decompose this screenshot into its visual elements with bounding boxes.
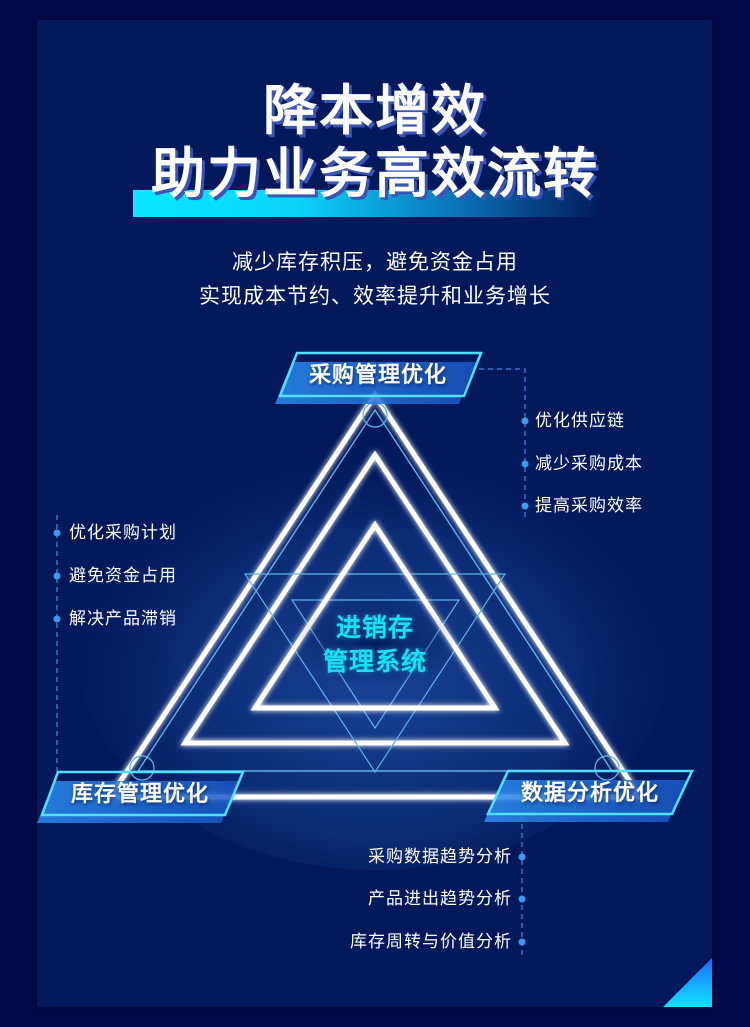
- right-node-item: 产品进出趋势分析: [368, 889, 512, 909]
- left-node-item: 优化采购计划: [69, 523, 177, 543]
- subtitle-line-2: 实现成本节约、效率提升和业务增长: [199, 284, 551, 308]
- title-underline-bar: [133, 190, 603, 217]
- right-node-item: 采购数据趋势分析: [368, 847, 512, 867]
- left-node-circle: [129, 755, 155, 781]
- top-node-item: 优化供应链: [535, 411, 625, 431]
- middle-triangle: [180, 450, 570, 746]
- top-connector-line: [470, 368, 526, 520]
- left-node-item: 避免资金占用: [69, 566, 177, 586]
- top-node-item: 减少采购成本: [535, 454, 643, 474]
- left-node-label: 库存管理优化: [70, 782, 209, 807]
- left-node-label-shape: [37, 770, 245, 823]
- corner-accent-triangle: [663, 958, 712, 1007]
- title-line-1: 降本增效: [263, 79, 487, 142]
- center-title-line-1: 进销存: [335, 613, 414, 642]
- title-line-2: 助力业务高效流转: [151, 142, 599, 205]
- center-glow: [295, 597, 455, 687]
- bullet-dots: [53, 417, 529, 946]
- subtitle-line-1: 减少库存积压，避免资金占用: [232, 250, 518, 274]
- right-node-item: 库存周转与价值分析: [350, 932, 512, 952]
- center-title-line-2: 管理系统: [322, 647, 427, 676]
- left-node-item: 解决产品滞销: [69, 609, 177, 629]
- right-node-label: 数据分析优化: [520, 781, 659, 806]
- top-node-item: 提高采购效率: [535, 496, 643, 516]
- inverted-triangle-outer: [243, 573, 507, 774]
- top-node-label-shape: [275, 351, 483, 404]
- right-node-label-shape: [484, 769, 694, 822]
- outer-triangle: [105, 390, 645, 800]
- top-node-label: 采购管理优化: [308, 363, 447, 388]
